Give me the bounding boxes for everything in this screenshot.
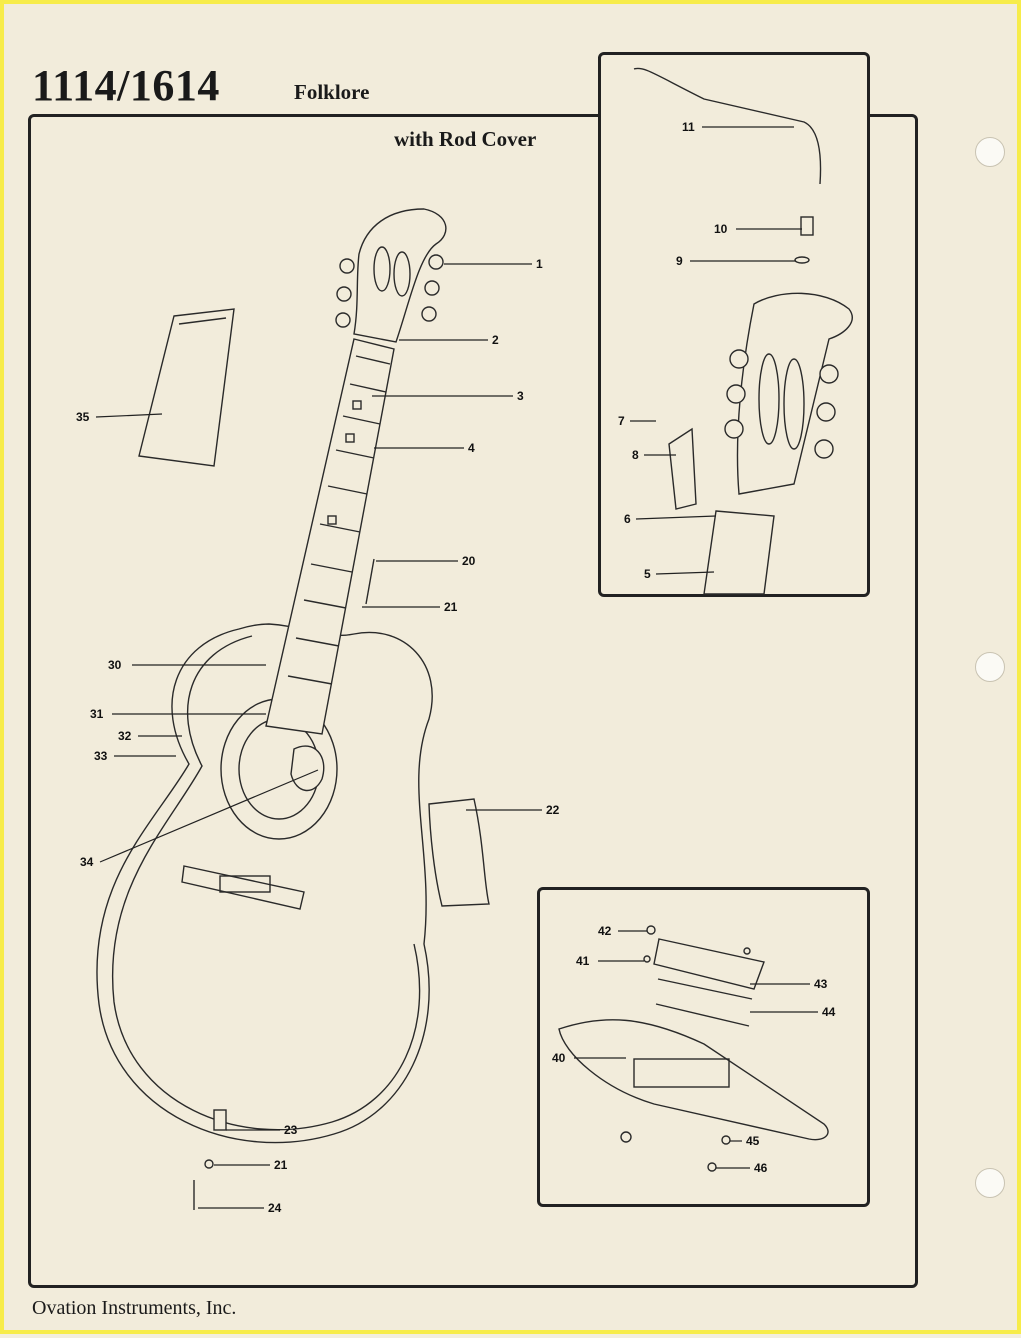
callout-31: 31 xyxy=(90,707,104,721)
callout-32: 32 xyxy=(118,729,132,743)
bridge-inset-illustration xyxy=(558,925,829,1172)
callout-34: 34 xyxy=(80,855,94,869)
callout-20: 20 xyxy=(462,554,476,568)
binder-hole xyxy=(975,652,1005,682)
callout-40: 40 xyxy=(552,1051,566,1065)
callout-11: 11 xyxy=(682,120,695,134)
callout-21b: 21 xyxy=(274,1158,288,1172)
binder-hole xyxy=(975,1168,1005,1198)
callout-33: 33 xyxy=(94,749,108,763)
callout-42: 42 xyxy=(598,924,612,938)
callout-8: 8 xyxy=(632,448,639,462)
callout-21: 21 xyxy=(444,600,458,614)
callout-44: 44 xyxy=(822,1005,836,1019)
diagram-caption: with Rod Cover xyxy=(394,127,537,151)
diagram-frame xyxy=(28,114,918,1288)
callout-10: 10 xyxy=(714,222,728,236)
model-name: Folklore xyxy=(294,80,370,104)
company-footer: Ovation Instruments, Inc. xyxy=(32,1297,237,1319)
callout-6: 6 xyxy=(624,512,631,526)
callout-7: 7 xyxy=(618,414,625,428)
callout-3: 3 xyxy=(517,389,524,403)
guitar-exploded-view: 1 2 3 4 20 21 30 31 32 33 34 35 22 xyxy=(76,67,853,1215)
callout-46: 46 xyxy=(754,1161,768,1175)
callout-45: 45 xyxy=(746,1134,760,1148)
callout-30: 30 xyxy=(108,658,122,672)
model-number: 1114/1614 xyxy=(32,61,220,110)
callout-41: 41 xyxy=(576,954,590,968)
callout-22: 22 xyxy=(546,803,560,817)
callout-1: 1 xyxy=(536,257,543,271)
callout-2: 2 xyxy=(492,333,499,347)
callout-35: 35 xyxy=(76,410,90,424)
callout-5: 5 xyxy=(644,567,651,581)
callout-43: 43 xyxy=(814,977,828,991)
binder-hole xyxy=(975,137,1005,167)
guitar-body-illustration xyxy=(96,208,490,1210)
callouts: 1 2 3 4 20 21 30 31 32 33 34 35 22 xyxy=(76,120,836,1215)
callout-4: 4 xyxy=(468,441,475,455)
callout-9: 9 xyxy=(676,254,683,268)
callout-24: 24 xyxy=(268,1201,282,1215)
callout-23: 23 xyxy=(284,1123,298,1137)
headstock-inset-illustration xyxy=(633,67,853,595)
